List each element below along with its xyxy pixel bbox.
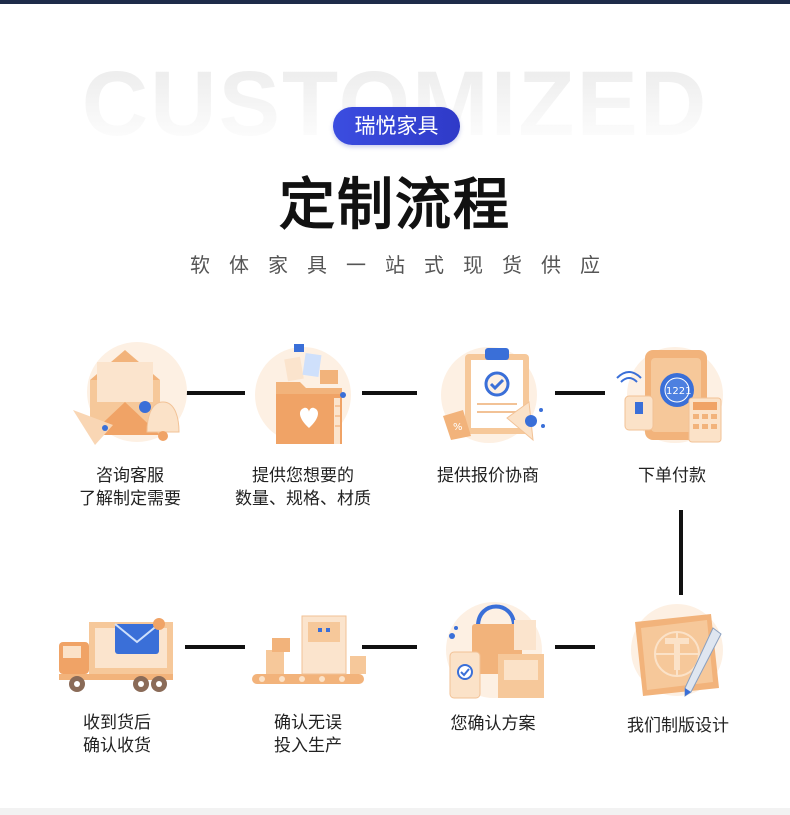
step-5-line-1: 我们制版设计 [627,716,729,736]
delivery-truck-icon [59,618,173,692]
svg-text:1221: 1221 [666,386,691,397]
step-requirements: 提供您想要的 数量、规格、材质 [218,340,388,511]
page-subtitle: 软体家具一站式现货供应 [190,253,619,277]
step-8-line-1: 收到货后 [83,713,151,733]
step-design: 我们制版设计 [593,600,763,738]
folder-heart-icon [255,344,351,444]
step-2-line-2: 数量、规格、材质 [235,489,371,509]
connector-6-7 [362,645,417,649]
brand-badge: 瑞悦家具 [333,107,460,145]
connector-5-6 [555,645,595,649]
connector-1-2 [185,391,245,395]
top-border [0,0,790,4]
phone-calculator-icon: 1221 [616,347,723,443]
step-3-line-1: 提供报价协商 [437,466,539,486]
svg-text:%: % [453,422,463,433]
step-payment: 1221 下单付款 [587,340,757,488]
step-receive: 收到货后 确认收货 [32,602,202,758]
envelope-bell-icon [73,342,187,445]
step-6-line-1: 您确认方案 [450,714,536,734]
step-8-line-2: 确认收货 [83,736,151,756]
step-1-line-1: 咨询客服 [96,466,164,486]
step-2-line-1: 提供您想要的 [252,466,354,486]
step-consult: 咨询客服 了解制定需要 [45,340,215,511]
bottom-border [0,808,790,815]
shopping-bag-phone-icon [446,602,544,699]
step-4-line-1: 下单付款 [638,466,706,486]
connector-4-5 [679,510,683,595]
step-production: 确认无误 投入生产 [223,602,393,758]
step-confirm-plan: 您确认方案 [408,598,578,736]
connector-3-4 [555,391,605,395]
blueprint-pen-icon [631,604,723,697]
page-title: 定制流程 [279,173,511,238]
connector-2-3 [362,391,417,395]
step-7-line-1: 确认无误 [274,713,342,733]
factory-conveyor-icon [252,615,366,684]
connector-7-8 [185,645,245,649]
step-1-line-2: 了解制定需要 [79,489,181,509]
step-quote: % 提供报价协商 [403,340,573,488]
clipboard-megaphone-icon: % [441,347,545,443]
step-7-line-2: 投入生产 [274,736,342,756]
